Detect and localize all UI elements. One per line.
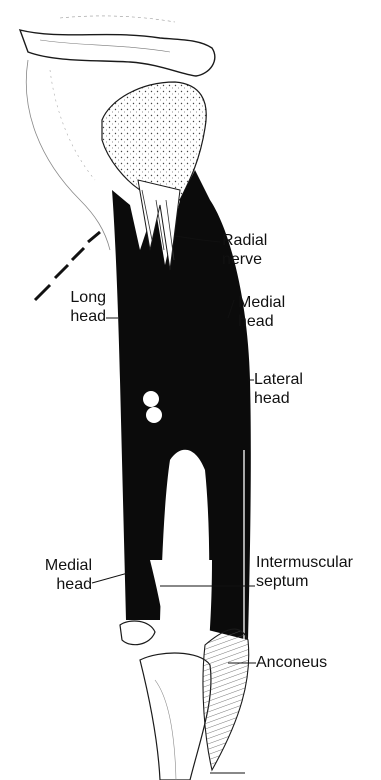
clavicle-bone: [20, 16, 215, 76]
anconeus-muscle: [203, 629, 249, 770]
muscle-foramen-2: [146, 407, 162, 423]
label-long-head-line1: Long: [56, 288, 106, 307]
label-medial-head-upper: Medial head: [238, 293, 285, 331]
scapula-outline: [26, 60, 110, 250]
label-medial-head-upper-line2: head: [238, 312, 285, 331]
label-anconeus: Anconeus: [256, 653, 327, 672]
label-intermuscular-septum-line1: Intermuscular: [256, 553, 353, 572]
label-medial-head-lower-line2: head: [38, 575, 92, 594]
label-intermuscular-septum: Intermuscular septum: [256, 553, 353, 591]
label-long-head-line2: head: [56, 307, 106, 326]
label-anconeus-line1: Anconeus: [256, 653, 327, 672]
label-lateral-head-line2: head: [254, 389, 303, 408]
muscle-foramen-1: [143, 391, 159, 407]
label-radial-nerve-line2: nerve: [222, 250, 267, 269]
label-medial-head-lower-line1: Medial: [38, 556, 92, 575]
label-radial-nerve: Radial nerve: [222, 231, 267, 269]
label-radial-nerve-line1: Radial: [222, 231, 267, 250]
label-intermuscular-septum-line2: septum: [256, 572, 353, 591]
label-long-head: Long head: [56, 288, 106, 326]
label-medial-head-lower: Medial head: [38, 556, 92, 594]
label-medial-head-upper-line1: Medial: [238, 293, 285, 312]
label-lateral-head: Lateral head: [254, 370, 303, 408]
label-lateral-head-line1: Lateral: [254, 370, 303, 389]
